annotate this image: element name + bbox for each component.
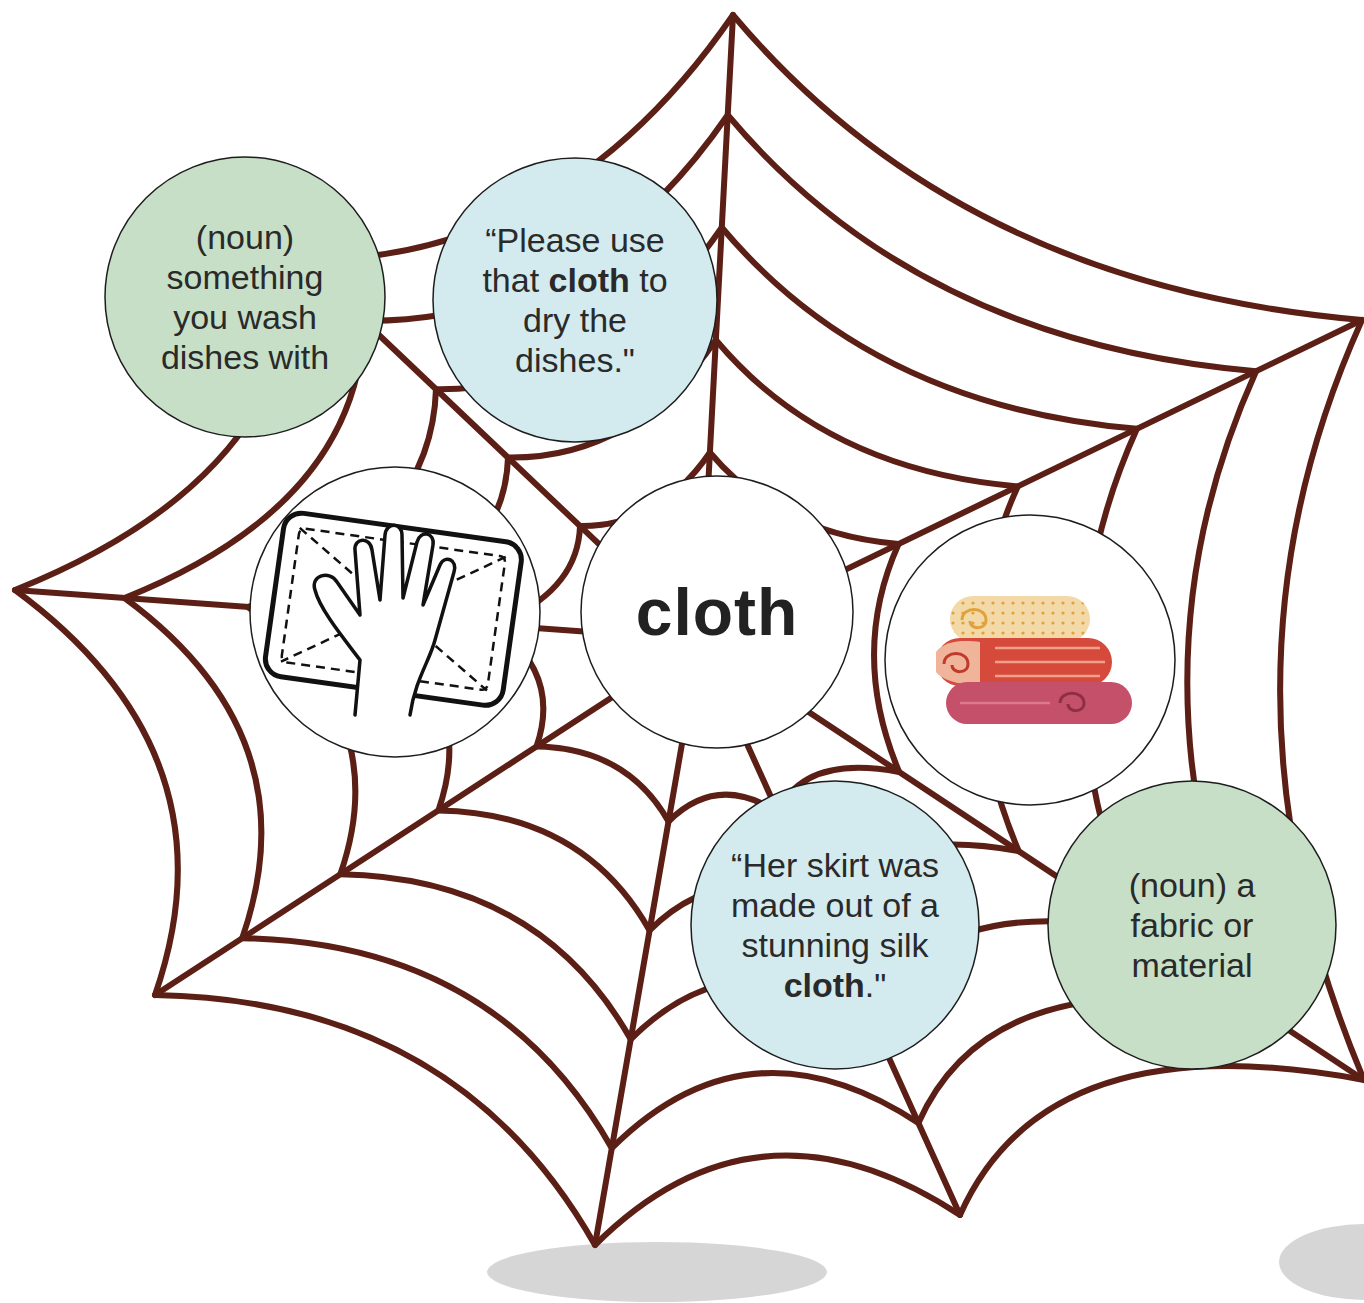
spider-web: [15, 15, 1364, 1245]
example-sentence: “Her skirt was made out of a stunning si…: [718, 845, 953, 1005]
circle-shape: [433, 158, 717, 442]
definition-circle: (noun) something you wash dishes with: [104, 156, 386, 438]
definition-text: (noun) something you wash dishes with: [140, 217, 350, 377]
hand-cloth-icon: [250, 467, 540, 757]
example-sentence: “Please use that cloth to dry the dishes…: [473, 220, 678, 380]
example-sentence-circle: “Please use that cloth to dry the dishes…: [432, 157, 718, 443]
text-run: .": [865, 966, 887, 1004]
text-run: “Her skirt was made out of a stunning si…: [731, 846, 939, 964]
circle-content: (noun) a fabric or material: [1047, 780, 1337, 1070]
circle-content: “Her skirt was made out of a stunning si…: [690, 780, 980, 1070]
definition-text: (noun) a fabric or material: [1097, 865, 1287, 985]
ground-shadow: [1279, 1224, 1364, 1300]
key-word-circle: cloth: [580, 475, 854, 749]
circle-outline: [690, 780, 980, 1070]
key-word-bold: cloth: [784, 966, 865, 1004]
definition-circle: (noun) a fabric or material: [1047, 780, 1337, 1070]
circle-content: cloth: [580, 475, 854, 749]
circle-shape: [1048, 781, 1336, 1069]
circle-content: “Please use that cloth to dry the dishes…: [432, 157, 718, 443]
fabric-rolls-icon: [885, 515, 1175, 805]
circle-outline: [432, 157, 718, 443]
circle-shape: [581, 476, 853, 748]
key-word: cloth: [592, 576, 842, 648]
key-word-bold: cloth: [549, 261, 630, 299]
circle-content: (noun) something you wash dishes with: [104, 156, 386, 438]
circle-shape: [691, 781, 979, 1069]
circle-shape: [105, 157, 385, 437]
example-sentence-circle: “Her skirt was made out of a stunning si…: [690, 780, 980, 1070]
circle-outline: [104, 156, 386, 438]
ground-shadow: [487, 1242, 827, 1302]
